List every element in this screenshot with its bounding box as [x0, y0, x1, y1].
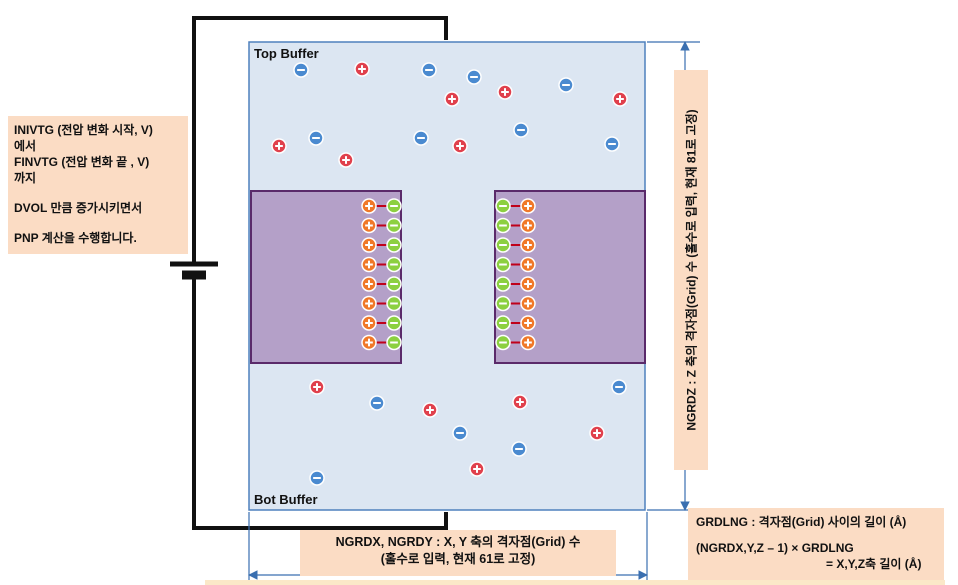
- surface-positive-charge-icon: [361, 256, 377, 273]
- anion-icon: [309, 470, 325, 486]
- surface-positive-charge-icon: [361, 295, 377, 312]
- cation-icon: [444, 91, 460, 107]
- cation-icon: [589, 425, 605, 441]
- surface-negative-charge-icon: [386, 295, 402, 312]
- grdlng-note: GRDLNG : 격자점(Grid) 사이의 길이 (Å) (NGRDX,Y,Z…: [688, 508, 944, 582]
- ions-layer: [271, 61, 628, 486]
- ngrdxy-line1: NGRDX, NGRDY : X, Y 축의 격자점(Grid) 수: [335, 535, 581, 549]
- circuit-wire-bottom-link: [248, 512, 448, 530]
- surface-negative-charge-icon: [386, 217, 402, 234]
- surface-positive-charge-icon: [520, 276, 536, 292]
- surface-negative-charge-icon: [386, 276, 402, 292]
- surface-negative-charge-icon: [495, 217, 511, 234]
- surface-negative-charge-icon: [386, 237, 402, 253]
- note-line-dvol: DVOL 만큼 증가시키면서: [14, 201, 143, 215]
- surface-positive-charge-icon: [520, 256, 536, 273]
- anion-icon: [293, 62, 309, 78]
- surface-positive-charge-icon: [361, 198, 377, 214]
- cation-icon: [612, 91, 628, 107]
- cation-icon: [422, 402, 438, 418]
- battery-icon: [170, 261, 218, 280]
- ngrdxy-note: NGRDX, NGRDY : X, Y 축의 격자점(Grid) 수 (홀수로 …: [300, 530, 616, 576]
- anion-icon: [421, 62, 437, 78]
- cation-icon: [452, 138, 468, 154]
- note-line-inivtg: INIVTG (전압 변화 시작, V): [14, 123, 153, 137]
- note-line-finvtg: FINVTG (전압 변화 끝 , V): [14, 155, 150, 169]
- surface-negative-charge-icon: [386, 315, 402, 331]
- circuit-wire-top-link: [194, 16, 448, 40]
- surface-positive-charge-icon: [361, 217, 377, 234]
- note-line-from: 에서: [14, 139, 37, 153]
- surface-negative-charge-icon: [386, 256, 402, 273]
- anion-icon: [611, 379, 627, 395]
- surface-positive-charge-icon: [520, 334, 536, 351]
- anion-icon: [413, 130, 429, 146]
- surface-negative-charge-icon: [495, 198, 511, 214]
- note-line-to: 까지: [14, 171, 37, 185]
- surface-negative-charge-icon: [386, 198, 402, 214]
- surface-positive-charge-icon: [520, 315, 536, 331]
- circuit-wire: [192, 16, 248, 262]
- anion-icon: [308, 130, 324, 146]
- surface-positive-charge-icon: [520, 217, 536, 234]
- anion-icon: [604, 136, 620, 152]
- cation-icon: [338, 152, 354, 168]
- anion-icon: [452, 425, 468, 441]
- surface-positive-charge-icon: [361, 237, 377, 253]
- surface-positive-charge-icon: [520, 295, 536, 312]
- surface-negative-charge-icon: [495, 334, 511, 351]
- cation-icon: [354, 61, 370, 77]
- ngrdz-note: NGRDZ : Z 축의 격자점(Grid) 수 (홀수로 입력, 현재 81로…: [674, 70, 708, 470]
- surface-negative-charge-icon: [495, 256, 511, 273]
- bot-buffer-label: Bot Buffer: [254, 492, 318, 507]
- cation-icon: [512, 394, 528, 410]
- anion-icon: [466, 69, 482, 85]
- top-buffer-label: Top Buffer: [254, 46, 319, 61]
- cation-icon: [309, 379, 325, 395]
- ngrdxy-line2: (홀수로 입력, 현재 61로 고정): [380, 552, 536, 566]
- surface-negative-charge-icon: [495, 276, 511, 292]
- anion-icon: [558, 77, 574, 93]
- surface-positive-charge-icon: [361, 315, 377, 331]
- surface-negative-charge-icon: [495, 315, 511, 331]
- grdlng-line1: GRDLNG : 격자점(Grid) 사이의 길이 (Å): [696, 515, 907, 529]
- membrane-right: [494, 190, 646, 364]
- surface-positive-charge-icon: [361, 334, 377, 351]
- anion-icon: [513, 122, 529, 138]
- ngrdz-text: NGRDZ : Z 축의 격자점(Grid) 수 (홀수로 입력, 현재 81로…: [684, 109, 699, 431]
- surface-negative-charge-icon: [495, 237, 511, 253]
- surface-charges-layer: [361, 198, 536, 351]
- grdlng-line2: (NGRDX,Y,Z – 1) × GRDLNG: [696, 541, 854, 555]
- surface-positive-charge-icon: [361, 276, 377, 292]
- voltage-sweep-note: INIVTG (전압 변화 시작, V) 에서 FINVTG (전압 변화 끝 …: [8, 116, 188, 254]
- surface-negative-charge-icon: [495, 295, 511, 312]
- cation-icon: [497, 84, 513, 100]
- membrane-left: [250, 190, 402, 364]
- surface-positive-charge-icon: [520, 237, 536, 253]
- surface-positive-charge-icon: [520, 198, 536, 214]
- anion-icon: [511, 441, 527, 457]
- cation-icon: [271, 138, 287, 154]
- surface-negative-charge-icon: [386, 334, 402, 351]
- note-line-pnp: PNP 계산을 수행합니다.: [14, 231, 137, 245]
- circuit-wire-lower: [192, 278, 248, 530]
- anion-icon: [369, 395, 385, 411]
- grdlng-line3: = X,Y,Z축 길이 (Å): [826, 557, 922, 571]
- cation-icon: [469, 461, 485, 477]
- bottom-stripe: [205, 580, 945, 585]
